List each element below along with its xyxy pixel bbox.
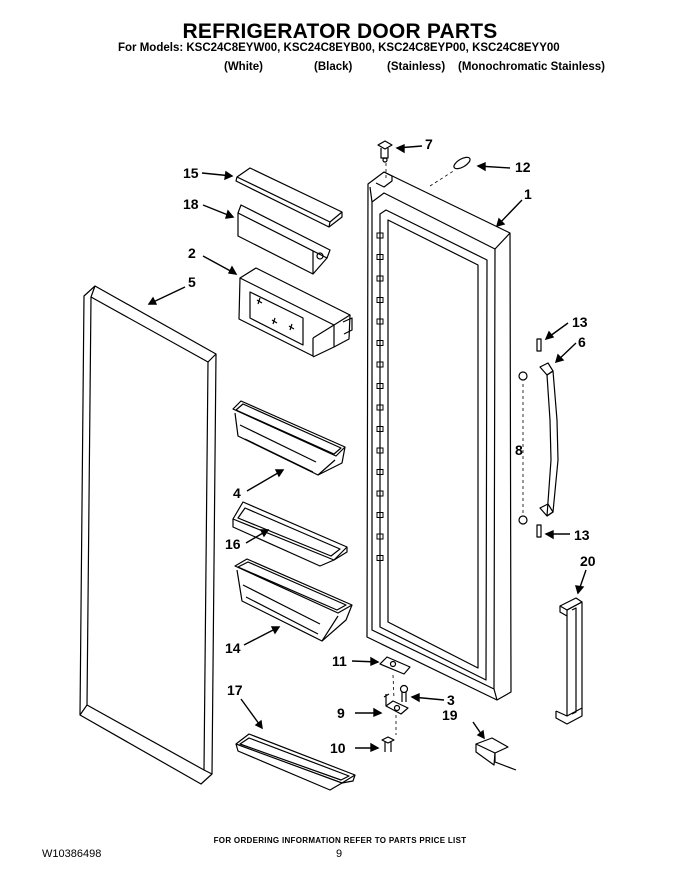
hinge-pin-bottom — [383, 693, 409, 715]
leader-5 — [147, 286, 186, 305]
leader-17 — [240, 698, 263, 730]
door-shelf-slot — [376, 361, 384, 368]
leader-11 — [351, 656, 380, 667]
door-shelf-slot — [376, 469, 384, 475]
leader-16 — [245, 529, 270, 544]
leader-15 — [201, 170, 234, 181]
door-shelf-slot — [376, 383, 384, 389]
leader-18 — [202, 204, 235, 219]
door-shelf-slot — [376, 555, 384, 561]
door-bin-trim — [232, 501, 348, 567]
leader-13-top — [544, 322, 569, 341]
door-shelf-slot — [376, 232, 384, 239]
callout-7: 7 — [425, 136, 433, 152]
door-bin-lower — [234, 558, 353, 642]
page-title: REFRIGERATOR DOOR PARTS — [182, 20, 498, 43]
door-gasket — [79, 285, 217, 785]
door-stop-bracket — [475, 737, 517, 771]
assembly-guide-lines — [385, 163, 524, 735]
callout-14: 14 — [225, 640, 241, 656]
models-line: For Models: KSC24C8EYW00, KSC24C8EYB00, … — [118, 42, 560, 54]
door-shelf-slot — [376, 318, 384, 325]
leader-13-bottom — [544, 529, 570, 540]
callout-13-top: 13 — [572, 314, 588, 330]
leader-3 — [410, 692, 445, 703]
callout-19: 19 — [442, 707, 458, 723]
leader-9 — [355, 707, 383, 718]
callout-2: 2 — [188, 245, 196, 261]
leader-4 — [246, 469, 285, 492]
door-shelf-slot — [376, 490, 384, 497]
dairy-trim — [237, 204, 331, 275]
callout-1: 1 — [524, 186, 532, 202]
callout-8: 8 — [515, 442, 523, 458]
door-shelf-slot — [376, 447, 384, 454]
door-shelf-slot — [376, 275, 384, 282]
hinge-screw — [399, 684, 409, 702]
top-hinge-pin — [377, 140, 393, 163]
dairy-compartment — [238, 267, 353, 358]
callout-3: 3 — [447, 692, 455, 708]
finish-black: (Black) — [314, 61, 353, 73]
leader-10 — [355, 742, 380, 753]
callout-11: 11 — [332, 653, 347, 669]
callout-16: 16 — [225, 536, 241, 552]
callout-20: 20 — [580, 553, 596, 569]
callout-5: 5 — [188, 274, 196, 290]
finish-stainless: (Stainless) — [387, 61, 446, 73]
callout-10: 10 — [330, 740, 346, 756]
callout-6: 6 — [578, 334, 586, 350]
callout-18: 18 — [183, 196, 199, 212]
door-handle — [518, 338, 559, 538]
callout-15: 15 — [183, 165, 199, 181]
callout-9: 9 — [337, 705, 345, 721]
finish-monochromatic-stainless: (Monochromatic Stainless) — [458, 61, 605, 73]
leader-20 — [575, 569, 587, 595]
door-shelf-slot — [376, 426, 384, 432]
door-shelf-slot — [376, 297, 384, 303]
door-shelf-slot — [376, 254, 384, 260]
callout-13-bottom: 13 — [574, 527, 590, 543]
leader-2 — [202, 255, 238, 275]
hinge-bolt — [381, 736, 395, 752]
leader-14 — [243, 626, 281, 646]
bottom-hinge-bracket — [379, 656, 411, 675]
shelf-cover — [235, 167, 343, 228]
callout-17: 17 — [227, 682, 243, 698]
door-shelf-slot — [376, 340, 384, 346]
leader-6 — [554, 342, 577, 364]
refrigerator-door — [366, 171, 512, 701]
finish-white: (White) — [224, 61, 263, 73]
callout-12: 12 — [515, 159, 531, 175]
door-shelf-slot — [376, 404, 384, 411]
callout-4: 4 — [233, 485, 241, 501]
hinge-washer — [453, 156, 471, 170]
leader-7 — [395, 143, 423, 154]
alternate-door-handle — [555, 597, 583, 725]
ordering-note: FOR ORDERING INFORMATION REFER TO PARTS … — [213, 836, 467, 845]
leader-12 — [476, 161, 511, 172]
door-bin-upper — [232, 400, 346, 476]
leader-1 — [495, 199, 523, 228]
page-number: 9 — [336, 848, 343, 860]
door-shelf-slot — [376, 533, 384, 540]
bottom-door-tray — [235, 733, 356, 791]
leader-19 — [472, 721, 485, 740]
document-number: W10386498 — [42, 848, 102, 860]
door-shelf-slot — [376, 512, 384, 518]
